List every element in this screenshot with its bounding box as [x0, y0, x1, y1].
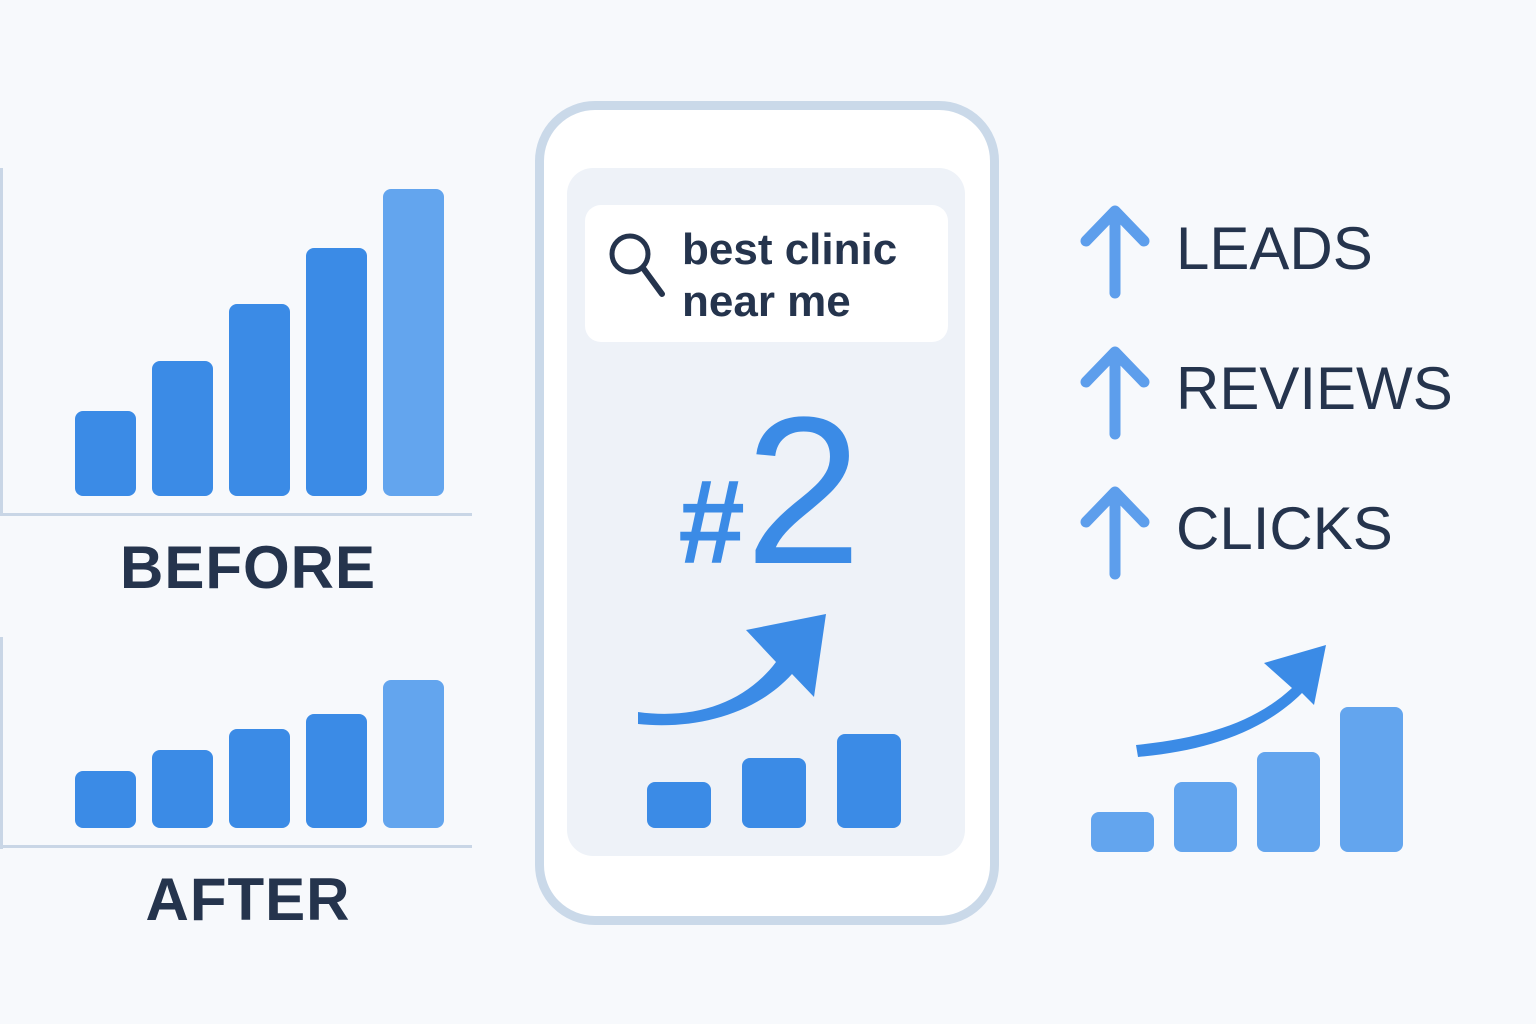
after-bar-5 — [383, 680, 444, 828]
before-bar-1 — [75, 411, 136, 496]
before-bar-4 — [306, 248, 367, 496]
before-bar-5 — [383, 189, 444, 496]
metric-leads: LEADS — [1176, 215, 1373, 282]
search-query-line-2: near me — [682, 277, 851, 326]
before-label: BEFORE — [119, 534, 377, 601]
search-query: best clinic near me — [682, 224, 932, 328]
after-bar-4 — [306, 714, 367, 828]
trend-up-arrow-icon — [638, 614, 826, 726]
up-arrow-icon — [1080, 346, 1150, 440]
growth-bar-4 — [1340, 707, 1403, 852]
after-x-axis — [0, 845, 472, 848]
rank-number: 2 — [744, 373, 862, 608]
phone-bar-1 — [647, 782, 711, 828]
after-label: AFTER — [145, 866, 351, 933]
metric-clicks: CLICKS — [1176, 495, 1393, 562]
before-bar-3 — [229, 304, 290, 496]
search-icon — [609, 233, 665, 297]
after-bar-3 — [229, 729, 290, 828]
metric-reviews: REVIEWS — [1176, 355, 1453, 422]
up-arrow-icon — [1080, 486, 1150, 580]
search-query-line-1: best clinic — [682, 225, 898, 274]
phone-bar-3 — [837, 734, 901, 828]
rank-hash: # — [678, 455, 745, 589]
growth-bar-2 — [1174, 782, 1237, 852]
growth-bar-1 — [1091, 812, 1154, 852]
before-y-axis — [0, 168, 3, 516]
growth-bar-3 — [1257, 752, 1320, 852]
before-x-axis — [0, 513, 472, 516]
before-bar-2 — [152, 361, 213, 496]
rank-display: #2 — [640, 370, 900, 612]
trend-up-arrow-icon — [1136, 645, 1326, 757]
after-y-axis — [0, 637, 3, 849]
after-bar-1 — [75, 771, 136, 828]
phone-bar-2 — [742, 758, 806, 828]
after-bar-2 — [152, 750, 213, 828]
up-arrow-icon — [1080, 205, 1150, 299]
